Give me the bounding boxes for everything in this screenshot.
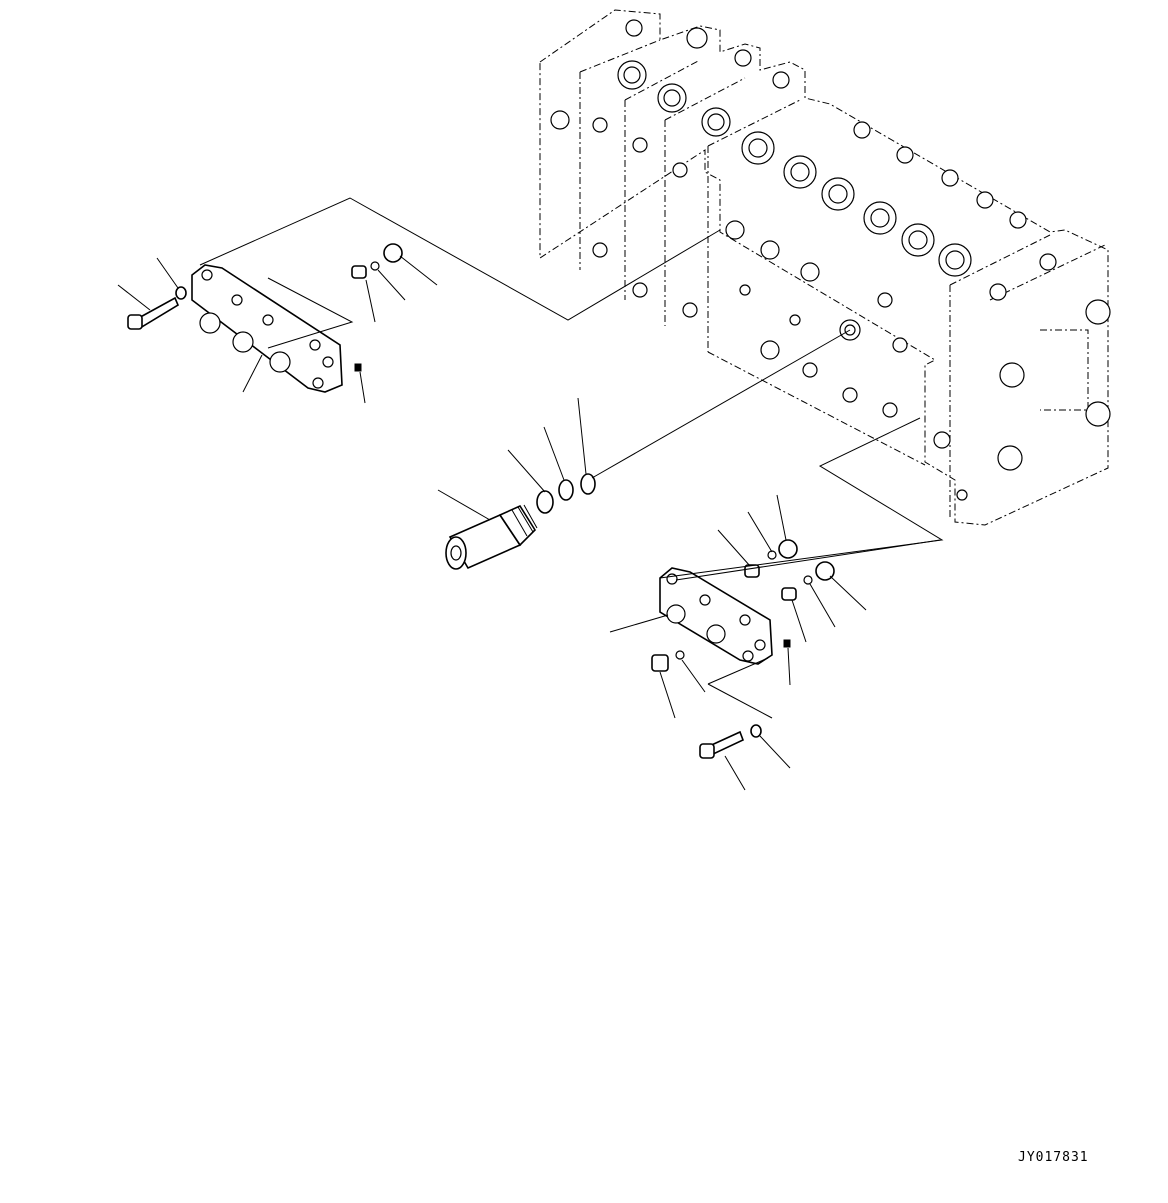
assembly-lines bbox=[199, 197, 944, 719]
drawing-reference-code: JY017831 bbox=[1018, 1150, 1089, 1165]
right-cover-assembly bbox=[651, 539, 835, 759]
control-valve-body bbox=[539, 9, 1111, 526]
leader-lines bbox=[117, 255, 867, 791]
left-cover-assembly bbox=[127, 243, 403, 393]
relief-valve-cartridge bbox=[445, 473, 596, 570]
